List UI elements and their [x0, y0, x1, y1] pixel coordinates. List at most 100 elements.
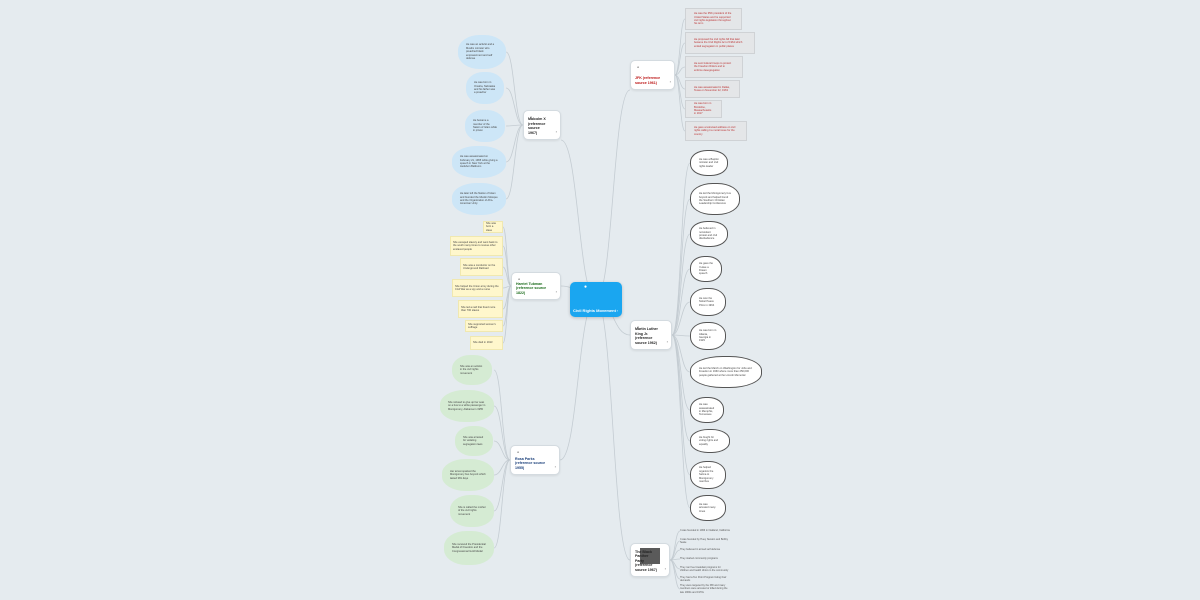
connector-line	[671, 198, 691, 336]
connector-line	[595, 298, 631, 561]
central-topic-title: Civil Rights Movement	[573, 308, 616, 313]
connector-line	[502, 285, 512, 327]
connector-line	[505, 124, 524, 163]
branch-title: JFK (reference source 1961)	[635, 76, 661, 85]
panther-note[interactable]: It was founded in 1966 in Oakland, Calif…	[680, 529, 730, 533]
connector-line	[671, 301, 691, 336]
connector-line	[674, 42, 686, 76]
connector-line	[671, 162, 691, 336]
connector-line	[595, 89, 631, 300]
malcolm-note[interactable]: He was born in Omaha, Nebraska and his f…	[466, 72, 504, 104]
branch-card-malcolm-x[interactable]: ⚬ Malcolm X (reference source 1967) ›	[523, 110, 561, 140]
mlk-note[interactable]: He was arrested many times	[690, 495, 726, 521]
black-panther-photo	[640, 548, 660, 564]
malcolm-note[interactable]: He was assassinated on February 21, 1965…	[452, 146, 506, 178]
branch-title: Rosa Parks (reference source 1955)	[515, 456, 546, 470]
branch-title: Martin Luther King Jr. (reference source…	[635, 327, 658, 345]
panther-note[interactable]: They ran free breakfast programs for chi…	[680, 565, 729, 572]
tubman-note[interactable]: She escaped slavery and went back to the…	[450, 236, 503, 256]
connector-line	[671, 334, 691, 411]
connector-line	[505, 87, 524, 126]
mlk-note[interactable]: He believed in nonviolent protest and ci…	[690, 221, 728, 247]
connector-line	[671, 233, 691, 336]
mlk-note[interactable]: He led the Montgomery bus boycott and he…	[690, 183, 740, 215]
mlk-note[interactable]: He helped organize the Selma to Montgome…	[690, 461, 726, 489]
panther-note[interactable]: They believed in armed self defense	[680, 548, 721, 552]
connector-line	[493, 405, 511, 461]
connector-line	[669, 559, 681, 590]
connector-line	[671, 334, 691, 509]
expand-icon[interactable]: ›	[555, 289, 557, 294]
connector-line	[493, 440, 511, 461]
connector-line	[671, 268, 691, 336]
connector-line	[493, 369, 511, 461]
connector-line	[674, 18, 686, 76]
pin-icon: ⚬	[636, 325, 641, 331]
connector-line	[505, 51, 524, 126]
jfk-note[interactable]: He sent federal troops to protect the Fr…	[685, 56, 743, 78]
connector-line	[674, 74, 686, 132]
mlk-note[interactable]: He won the Nobel Peace Prize in 1964	[690, 288, 726, 316]
jfk-note[interactable]: He was assassinated in Dallas, Texas on …	[685, 80, 740, 98]
malcolm-note[interactable]: He was an activist and a Muslim minister…	[458, 35, 506, 69]
tubman-note[interactable]: She helped the Union army during the Civ…	[452, 279, 503, 297]
connector-line	[671, 334, 691, 337]
expand-icon[interactable]: ›	[555, 129, 557, 134]
mlk-note[interactable]: He gave the I Have a Dream speech	[690, 256, 722, 282]
parks-note[interactable]: Her arrest sparked the Montgomery bus bo…	[442, 459, 494, 491]
tubman-note[interactable]: She supported women's suffrage	[465, 320, 503, 332]
jfk-note[interactable]: He proposed the civil rights bill that l…	[685, 32, 755, 54]
central-topic-card[interactable]: ● Civil Rights Movement ›	[570, 282, 622, 317]
connector-line	[560, 139, 597, 300]
jfk-note[interactable]: He was born in Brookline, Massachusetts …	[685, 100, 722, 118]
jfk-note[interactable]: He gave a televised address on civil rig…	[685, 121, 747, 141]
expand-icon[interactable]: ›	[664, 566, 666, 571]
connector-line	[493, 459, 511, 549]
expand-icon[interactable]: ›	[616, 308, 618, 313]
panther-note[interactable]: It was founded by Huey Newton and Bobby …	[680, 537, 728, 544]
expand-icon[interactable]: ›	[669, 79, 671, 84]
branch-card-mlk[interactable]: ⚬ Martin Luther King Jr. (reference sour…	[630, 320, 672, 350]
connector-line	[502, 266, 512, 287]
pin-icon: ⚬	[516, 450, 521, 456]
pin-icon: ●	[584, 284, 588, 290]
tubman-note[interactable]: She was born a slave	[483, 221, 503, 233]
branch-card-black-panther-party[interactable]: The Black Panther Party (reference sourc…	[630, 543, 670, 577]
pin-icon: ⚬	[636, 65, 641, 71]
mlk-note[interactable]: He was assassinated in Memphis, Tennesse…	[690, 397, 724, 423]
branch-card-jfk[interactable]: ⚬ JFK (reference source 1961) ›	[630, 60, 675, 90]
jfk-note[interactable]: He was the 35th president of the United …	[685, 8, 742, 30]
expand-icon[interactable]: ›	[666, 339, 668, 344]
parks-note[interactable]: She is called the mother of the civil ri…	[450, 495, 494, 527]
mlk-note[interactable]: He led the March on Washington for Jobs …	[690, 356, 762, 388]
connector-line	[502, 285, 512, 344]
malcolm-note[interactable]: He became a member of the Nation of Isla…	[465, 110, 505, 142]
parks-note[interactable]: She was an activist in the civil rights …	[452, 355, 492, 385]
branch-card-rosa-parks[interactable]: ⚬ Rosa Parks (reference source 1955) ›	[510, 445, 560, 475]
connector-line	[671, 334, 691, 476]
parks-note[interactable]: She was arrested for violating segregati…	[455, 426, 493, 456]
connector-line	[505, 124, 524, 127]
mlk-note[interactable]: He was a Baptist minister and civil righ…	[690, 150, 728, 176]
parks-note[interactable]: She received the Presidential Medal of F…	[444, 531, 494, 565]
parks-note[interactable]: She refused to give up her seat on a bus…	[440, 390, 494, 422]
branch-title: Harriet Tubman (reference source 1822)	[516, 281, 547, 295]
connector-line	[559, 298, 597, 461]
tubman-note[interactable]: She led a raid that freed more than 700 …	[458, 300, 503, 318]
branch-title: Malcolm X (reference source 1967)	[528, 117, 546, 135]
pin-icon: ⚬	[517, 277, 522, 283]
connector-line	[502, 245, 512, 287]
branch-card-harriet-tubman[interactable]: ⚬ Harriet Tubman (reference source 1822)…	[511, 272, 561, 300]
tubman-note[interactable]: She died in 1913	[470, 336, 503, 350]
panther-note[interactable]: They had a Ten Point Program listing the…	[680, 575, 727, 582]
tubman-note[interactable]: She was a conductor on the Underground R…	[460, 258, 503, 276]
malcolm-note[interactable]: He later left the Nation of Islam and fo…	[452, 183, 506, 215]
panther-note[interactable]: They started community programs	[680, 557, 718, 561]
panther-note[interactable]: They were targeted by the FBI and many m…	[680, 584, 728, 594]
branch-title: The Black Panther Party (reference sourc…	[635, 549, 657, 572]
mlk-note[interactable]: He fought for voting rights and equality	[690, 429, 730, 453]
connector-line	[505, 124, 524, 200]
expand-icon[interactable]: ›	[554, 464, 556, 469]
mlk-note[interactable]: He was born in Atlanta, Georgia in 1929	[690, 322, 726, 350]
